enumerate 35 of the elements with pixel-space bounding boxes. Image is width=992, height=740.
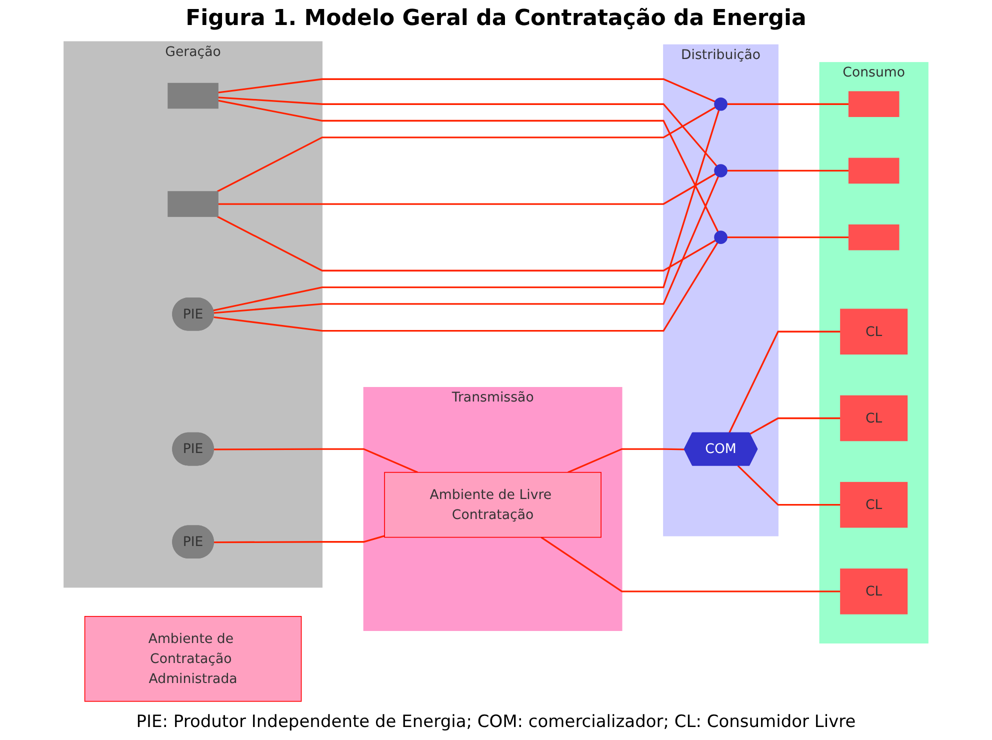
connector xyxy=(216,106,716,192)
node-box: Ambiente de Contratação Administrada xyxy=(84,616,302,702)
connector xyxy=(214,448,418,474)
connector xyxy=(213,110,720,312)
connector xyxy=(218,173,716,205)
connector xyxy=(214,242,718,332)
node-box: CL xyxy=(840,395,908,442)
connector xyxy=(218,96,718,167)
figure-title: Figura 1. Modelo Geral da Contratação da Energia xyxy=(186,6,806,31)
connector xyxy=(218,100,719,232)
connector xyxy=(728,330,841,434)
caption: PIE: Produtor Independente de Energia; COM: comercializador; CL: Consumidor Livre xyxy=(136,712,856,732)
node-box: CL xyxy=(840,482,908,528)
connector xyxy=(727,236,849,238)
node-box xyxy=(848,158,900,184)
node-box: CL xyxy=(840,568,908,614)
node-box: CL xyxy=(840,308,908,355)
connector xyxy=(727,103,849,105)
node-box xyxy=(848,91,900,118)
connector xyxy=(737,465,841,506)
node-circle xyxy=(714,230,728,244)
connector xyxy=(214,535,385,544)
node-box: Ambiente de Livre Contratação xyxy=(384,472,602,538)
node-circle xyxy=(714,164,728,178)
connector xyxy=(540,536,841,592)
node-circle xyxy=(714,97,728,111)
node-box xyxy=(848,224,900,250)
connector xyxy=(727,170,849,172)
connector xyxy=(750,417,841,435)
connector xyxy=(216,216,716,272)
connector xyxy=(568,448,685,474)
connector xyxy=(218,78,716,102)
node-box xyxy=(168,82,218,109)
node-box xyxy=(168,191,218,217)
connector xyxy=(214,176,720,314)
